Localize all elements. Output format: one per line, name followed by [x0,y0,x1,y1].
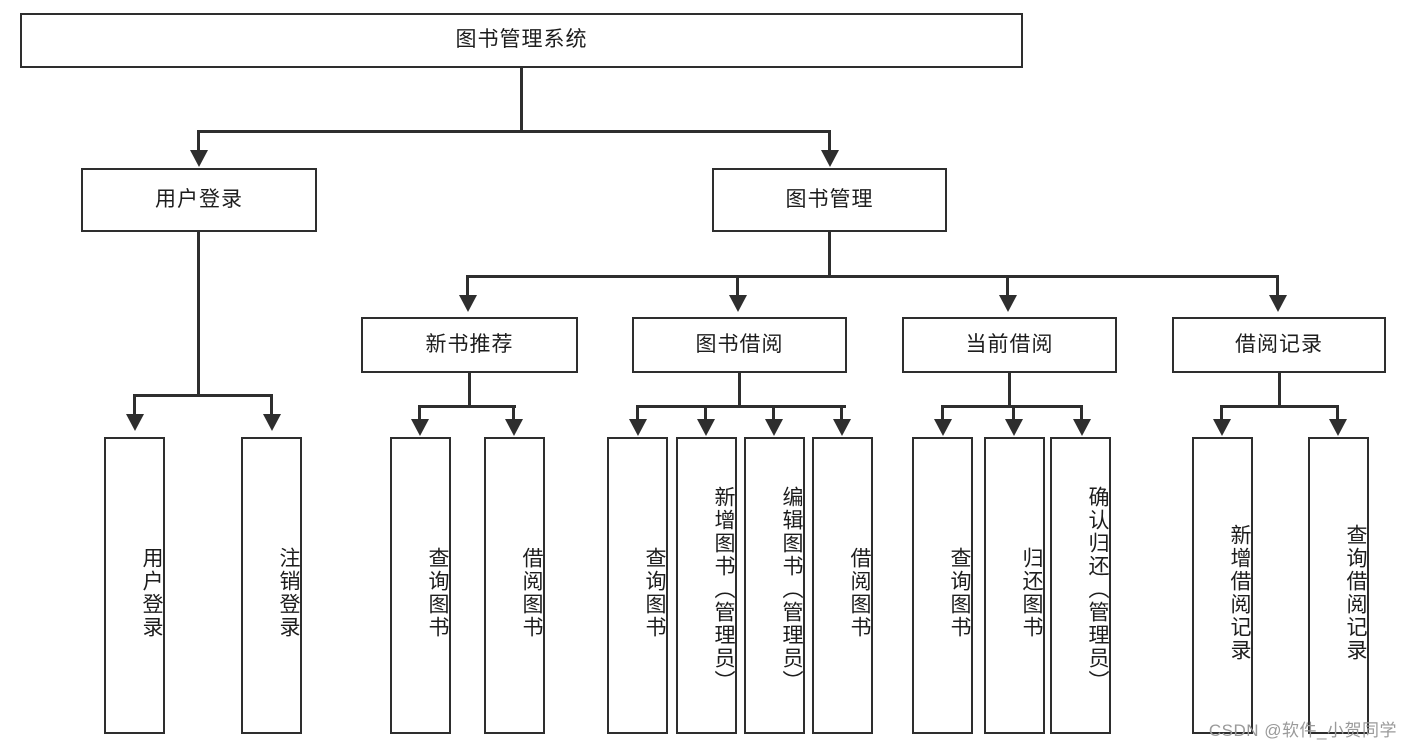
arrow-to-user-login [190,150,208,167]
connector-cb-drop-3 [1080,405,1083,421]
node-label: 当前借阅 [965,332,1054,356]
node-label: 注销登录 [277,546,300,639]
node-label: 查询借阅记录 [1344,523,1367,662]
arrow-to-leaf-return-book [1005,419,1023,436]
node-leaf-borrow-book-bb[interactable]: 借阅图书 [812,437,873,734]
connector-bm-drop-1 [466,275,469,297]
node-book-manage[interactable]: 图书管理 [712,168,947,232]
arrow-to-leaf-edit-book [765,419,783,436]
arrow-to-leaf-borrow-book-bb [833,419,851,436]
connector-nb-drop-2 [512,405,515,421]
node-leaf-query-borrow-record[interactable]: 查询借阅记录 [1308,437,1369,734]
connector-bm-drop-4 [1276,275,1279,297]
connector-bm-drop-2 [736,275,739,297]
node-leaf-user-login[interactable]: 用户登录 [104,437,165,734]
arrow-to-leaf-query-book-bb [629,419,647,436]
connector-userlogin-drop-1 [133,394,136,416]
node-root-system[interactable]: 图书管理系统 [20,13,1023,68]
connector-bb-drop-4 [840,405,843,421]
node-label: 编辑图书（管理员） [780,486,803,693]
arrow-to-leaf-confirm-return [1073,419,1091,436]
connector-root-bus [197,130,830,133]
connector-userlogin-bus [133,394,273,397]
connector-bookborrow-bus [636,405,846,408]
node-leaf-confirm-return-admin[interactable]: 确认归还（管理员） [1050,437,1111,734]
connector-bm-drop-3 [1006,275,1009,297]
connector-bookmanage-bus [466,275,1279,278]
arrow-to-leaf-borrow-book-rec [505,419,523,436]
connector-br-drop-2 [1336,405,1339,421]
node-leaf-return-book[interactable]: 归还图书 [984,437,1045,734]
connector-cb-drop-1 [941,405,944,421]
connector-root-drop-left [197,130,200,152]
connector-root-stem [520,68,523,130]
node-user-login[interactable]: 用户登录 [81,168,317,232]
node-label: 图书管理 [785,187,874,211]
node-current-borrow[interactable]: 当前借阅 [902,317,1117,373]
node-leaf-edit-book-admin[interactable]: 编辑图书（管理员） [744,437,805,734]
node-label: 查询图书 [643,546,666,639]
node-label: 新增借阅记录 [1228,523,1251,662]
node-label: 新增图书（管理员） [712,486,735,693]
node-label: 归还图书 [1020,546,1043,639]
connector-root-drop-right [828,130,831,152]
node-new-book-recommend[interactable]: 新书推荐 [361,317,578,373]
connector-bb-drop-3 [772,405,775,421]
arrow-to-current-borrow [999,295,1017,312]
arrow-to-leaf-user-login [126,414,144,431]
connector-newbook-stem [468,373,471,407]
node-label: 用户登录 [140,546,163,639]
arrow-to-borrow-record [1269,295,1287,312]
arrow-to-leaf-add-book [697,419,715,436]
connector-borrowrecord-stem [1278,373,1281,407]
node-book-borrow[interactable]: 图书借阅 [632,317,847,373]
arrow-to-leaf-add-record [1213,419,1231,436]
node-label: 查询图书 [426,546,449,639]
connector-bookmanage-stem [828,232,831,277]
connector-nb-drop-1 [418,405,421,421]
node-leaf-query-book-recommend[interactable]: 查询图书 [390,437,451,734]
arrow-to-leaf-query-record [1329,419,1347,436]
node-leaf-query-book-current[interactable]: 查询图书 [912,437,973,734]
arrow-to-leaf-query-book-rec [411,419,429,436]
connector-bb-drop-1 [636,405,639,421]
node-label: 新书推荐 [425,332,514,356]
node-label: 借阅记录 [1235,332,1323,356]
connector-userlogin-drop-2 [270,394,273,416]
connector-br-drop-1 [1220,405,1223,421]
node-leaf-add-book-admin[interactable]: 新增图书（管理员） [676,437,737,734]
node-label: 查询图书 [948,546,971,639]
node-label: 借阅图书 [520,546,543,639]
connector-currentborrow-stem [1008,373,1011,407]
arrow-to-book-manage [821,150,839,167]
arrow-to-new-book-recommend [459,295,477,312]
node-label: 图书借阅 [695,332,784,356]
connector-bb-drop-2 [704,405,707,421]
node-borrow-record[interactable]: 借阅记录 [1172,317,1386,373]
csdn-watermark: CSDN @软件_小贺同学 [1208,721,1397,740]
connector-cb-drop-2 [1012,405,1015,421]
node-leaf-borrow-book-recommend[interactable]: 借阅图书 [484,437,545,734]
node-label: 用户登录 [155,187,243,211]
connector-userlogin-stem [197,232,200,397]
connector-bookborrow-stem [738,373,741,407]
connector-newbook-bus [418,405,516,408]
arrow-to-leaf-query-book-cb [934,419,952,436]
connector-borrowrecord-bus [1220,405,1338,408]
node-label: 借阅图书 [848,546,871,639]
arrow-to-leaf-user-logout [263,414,281,431]
arrow-to-book-borrow [729,295,747,312]
node-leaf-user-logout[interactable]: 注销登录 [241,437,302,734]
node-label: 图书管理系统 [455,28,588,52]
node-leaf-query-book-borrow[interactable]: 查询图书 [607,437,668,734]
node-leaf-add-borrow-record[interactable]: 新增借阅记录 [1192,437,1253,734]
node-label: 确认归还（管理员） [1086,486,1109,693]
